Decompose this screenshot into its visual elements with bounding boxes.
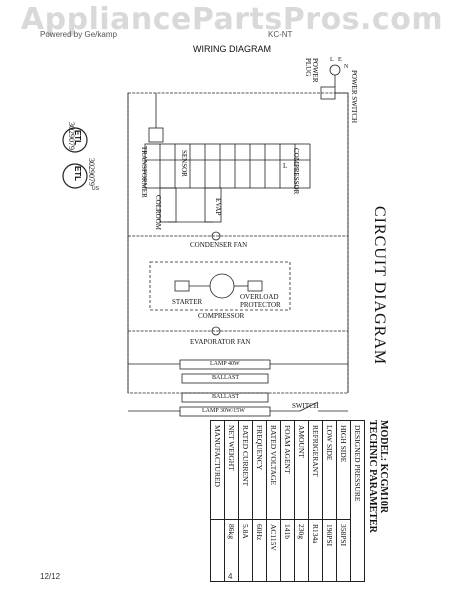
ballast-top-box xyxy=(181,373,269,384)
etl-circle-1 xyxy=(62,127,88,153)
technic-parameter-table: MODEL: KCGM10R TECHNIC PARAMETER DESIGNE… xyxy=(129,420,389,584)
header-left: Powered by Ge/kamp xyxy=(40,30,117,39)
label-compressor: COMPRESSOR xyxy=(198,312,245,320)
watermark-text: AppliancePartsPros.com xyxy=(20,2,444,37)
transformer-box xyxy=(148,127,164,143)
row-label: MANUFACTURED xyxy=(211,421,224,520)
row-value: 358PSI xyxy=(339,524,348,547)
label-condenser-fan: CONDENSER FAN xyxy=(190,241,248,249)
label-power-plug: POWER PLUG xyxy=(304,58,319,83)
label-plug-n: N xyxy=(344,64,349,70)
row-label: HIGH SIDE xyxy=(337,421,350,520)
row-label: FOAM AGENT xyxy=(281,421,294,520)
label-overload-protector: OVERLOAD PROTECTOR xyxy=(240,293,281,309)
row-value: 141b xyxy=(283,524,292,539)
table-row: REFRIGERANT R134a xyxy=(308,421,322,581)
lamp-top-tube xyxy=(179,359,271,370)
table-row: MANUFACTURED xyxy=(211,421,224,581)
table-row: NET WEIGHT 86kg xyxy=(224,421,238,581)
ballast-bottom-box xyxy=(181,392,269,403)
table-grid: DESIGNED PRESSURE HIGH SIDE 358PSI LOW SI… xyxy=(210,420,365,582)
label-colroom: COLROOM xyxy=(154,195,162,231)
header-right: KC-NT xyxy=(268,30,293,39)
table-row: FOAM AGENT 141b xyxy=(280,421,294,581)
row-label: AMOUNT xyxy=(295,421,308,520)
row-value: 60Hz xyxy=(255,524,264,541)
table-model: MODEL: KCGM10R xyxy=(378,420,389,514)
label-lamp-top: LAMP 40W xyxy=(210,361,240,367)
footer-page-number: 4 xyxy=(228,572,233,581)
label-lamp-bottom: LAMP 30W/15W xyxy=(202,408,245,414)
row-value: 86kg xyxy=(227,524,236,539)
label-sensor: SENSOR xyxy=(180,150,188,177)
label-starter: STARTER xyxy=(172,298,203,306)
table-designed-pressure: DESIGNED PRESSURE xyxy=(350,421,364,581)
row-label: RATED VOLTAGE xyxy=(267,421,280,520)
label-transformer: TRANSFORMER xyxy=(140,146,148,198)
row-value: AC115V xyxy=(269,524,278,551)
row-label: REFRIGERANT xyxy=(309,421,322,520)
table-heading: TECHNIC PARAMETER xyxy=(367,420,378,533)
label-plug-e: E xyxy=(338,57,342,63)
label-switch: SWITCH xyxy=(292,402,319,410)
row-label: NET WEIGHT xyxy=(225,421,238,520)
row-label: LOW SIDE xyxy=(323,421,336,520)
compressor-box xyxy=(149,261,291,311)
etl-cert-marks xyxy=(62,127,88,189)
page-title: WIRING DIAGRAM xyxy=(193,44,271,54)
table-row: HIGH SIDE 358PSI xyxy=(336,421,350,581)
label-power-switch: POWER SWITCH xyxy=(350,70,358,124)
row-value: R134a xyxy=(311,524,320,544)
row-value: 5.8A xyxy=(241,524,250,539)
table-row: LOW SIDE 190PSI xyxy=(322,421,336,581)
row-value: 190PSI xyxy=(325,524,334,547)
sensor-colroom xyxy=(159,187,177,223)
label-relay-l: L xyxy=(283,162,288,170)
cert-number-2: 3029079 xyxy=(87,158,96,186)
etl-suffix: US xyxy=(92,186,99,192)
label-compressor-relay: COMPRESSOR xyxy=(292,148,300,195)
etl-mark-2: ETL xyxy=(73,165,83,182)
label-plug-l: L xyxy=(330,57,334,63)
power-plug-symbol xyxy=(329,64,341,76)
footer-date: 12/12 xyxy=(40,572,61,581)
row-label: FREQUENCY xyxy=(253,421,266,520)
row-value xyxy=(211,520,224,528)
lamp-bottom-tube xyxy=(179,406,271,417)
circuit-diagram-title: CIRCUIT DIAGRAM xyxy=(371,206,388,366)
label-evaporator-fan: EVAPORATOR FAN xyxy=(190,338,251,346)
label-ballast-bottom: BALLAST xyxy=(212,394,239,400)
table-row: RATED VOLTAGE AC115V xyxy=(266,421,280,581)
starter-symbol xyxy=(174,280,190,292)
row-value: 230g xyxy=(297,524,306,539)
switch-symbol xyxy=(299,401,319,412)
control-board xyxy=(144,143,311,189)
label-ballast-top: BALLAST xyxy=(212,375,239,381)
overload-symbol xyxy=(247,280,263,292)
etl-circle-2 xyxy=(62,163,88,189)
compressor-symbol xyxy=(209,273,235,299)
label-evap: EVAP xyxy=(214,198,222,216)
row-label: RATED CURRENT xyxy=(239,421,252,520)
table-row: RATED CURRENT 5.8A xyxy=(238,421,252,581)
cert-number-1: 3029079 xyxy=(67,122,76,150)
table-row: FREQUENCY 60Hz xyxy=(252,421,266,581)
table-row: AMOUNT 230g xyxy=(294,421,308,581)
